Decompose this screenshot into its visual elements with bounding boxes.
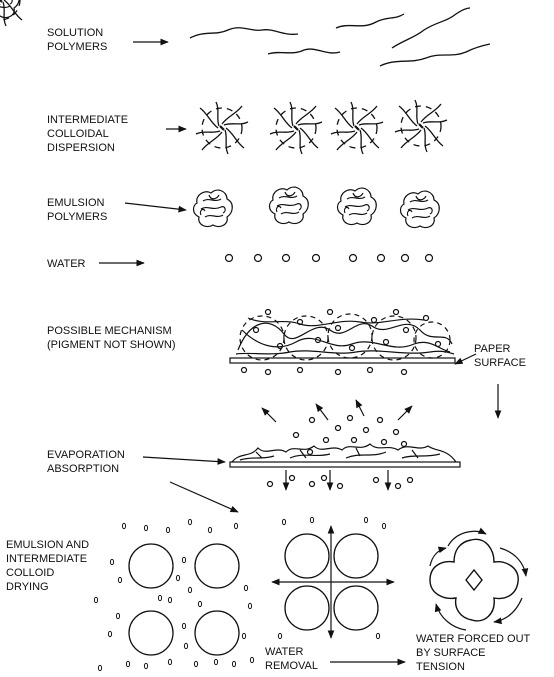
coating-on-paper [230, 310, 455, 375]
colloid-particle [0, 0, 26, 26]
label-intermediate-dispersion: INTERMEDIATE COLLOIDAL DISPERSION [47, 114, 131, 154]
arrow-paper-surface [455, 354, 476, 364]
label-water-removal: WATER REMOVAL [265, 646, 318, 672]
arrow-emulsion [125, 203, 186, 210]
absorption-arrows [268, 470, 413, 490]
surface-tension-arrows [430, 531, 526, 630]
water-droplets [226, 255, 433, 262]
label-emulsion-polymers: EMULSION POLYMERS [47, 197, 108, 223]
label-solution-polymers: SOLUTION POLYMERS [47, 27, 107, 53]
label-water-forced-out: WATER FORCED OUT BY SURFACE TENSION [416, 633, 533, 673]
water-removal-arrows [272, 526, 394, 638]
drying-water-droplets [94, 519, 253, 670]
label-drying: EMULSION AND INTERMEDIATE COLLOID DRYING [6, 539, 92, 593]
water-removal-droplets [278, 517, 385, 638]
arrow-to-drying [170, 482, 238, 512]
evaporation-arrows [262, 400, 412, 422]
label-evaporation-absorption: EVAPORATION ABSORPTION [47, 449, 128, 475]
label-possible-mechanism: POSSIBLE MECHANISM (PIGMENT NOT SHOWN) [47, 325, 176, 351]
label-water: WATER [47, 258, 86, 270]
arrow-evaporation [143, 457, 225, 462]
label-paper-surface: PAPER SURFACE [474, 343, 526, 369]
solution-polymer-chains [190, 8, 490, 66]
drying-particles [129, 544, 239, 655]
coalesced-particle [430, 539, 518, 621]
dried-film-on-paper [230, 444, 460, 467]
